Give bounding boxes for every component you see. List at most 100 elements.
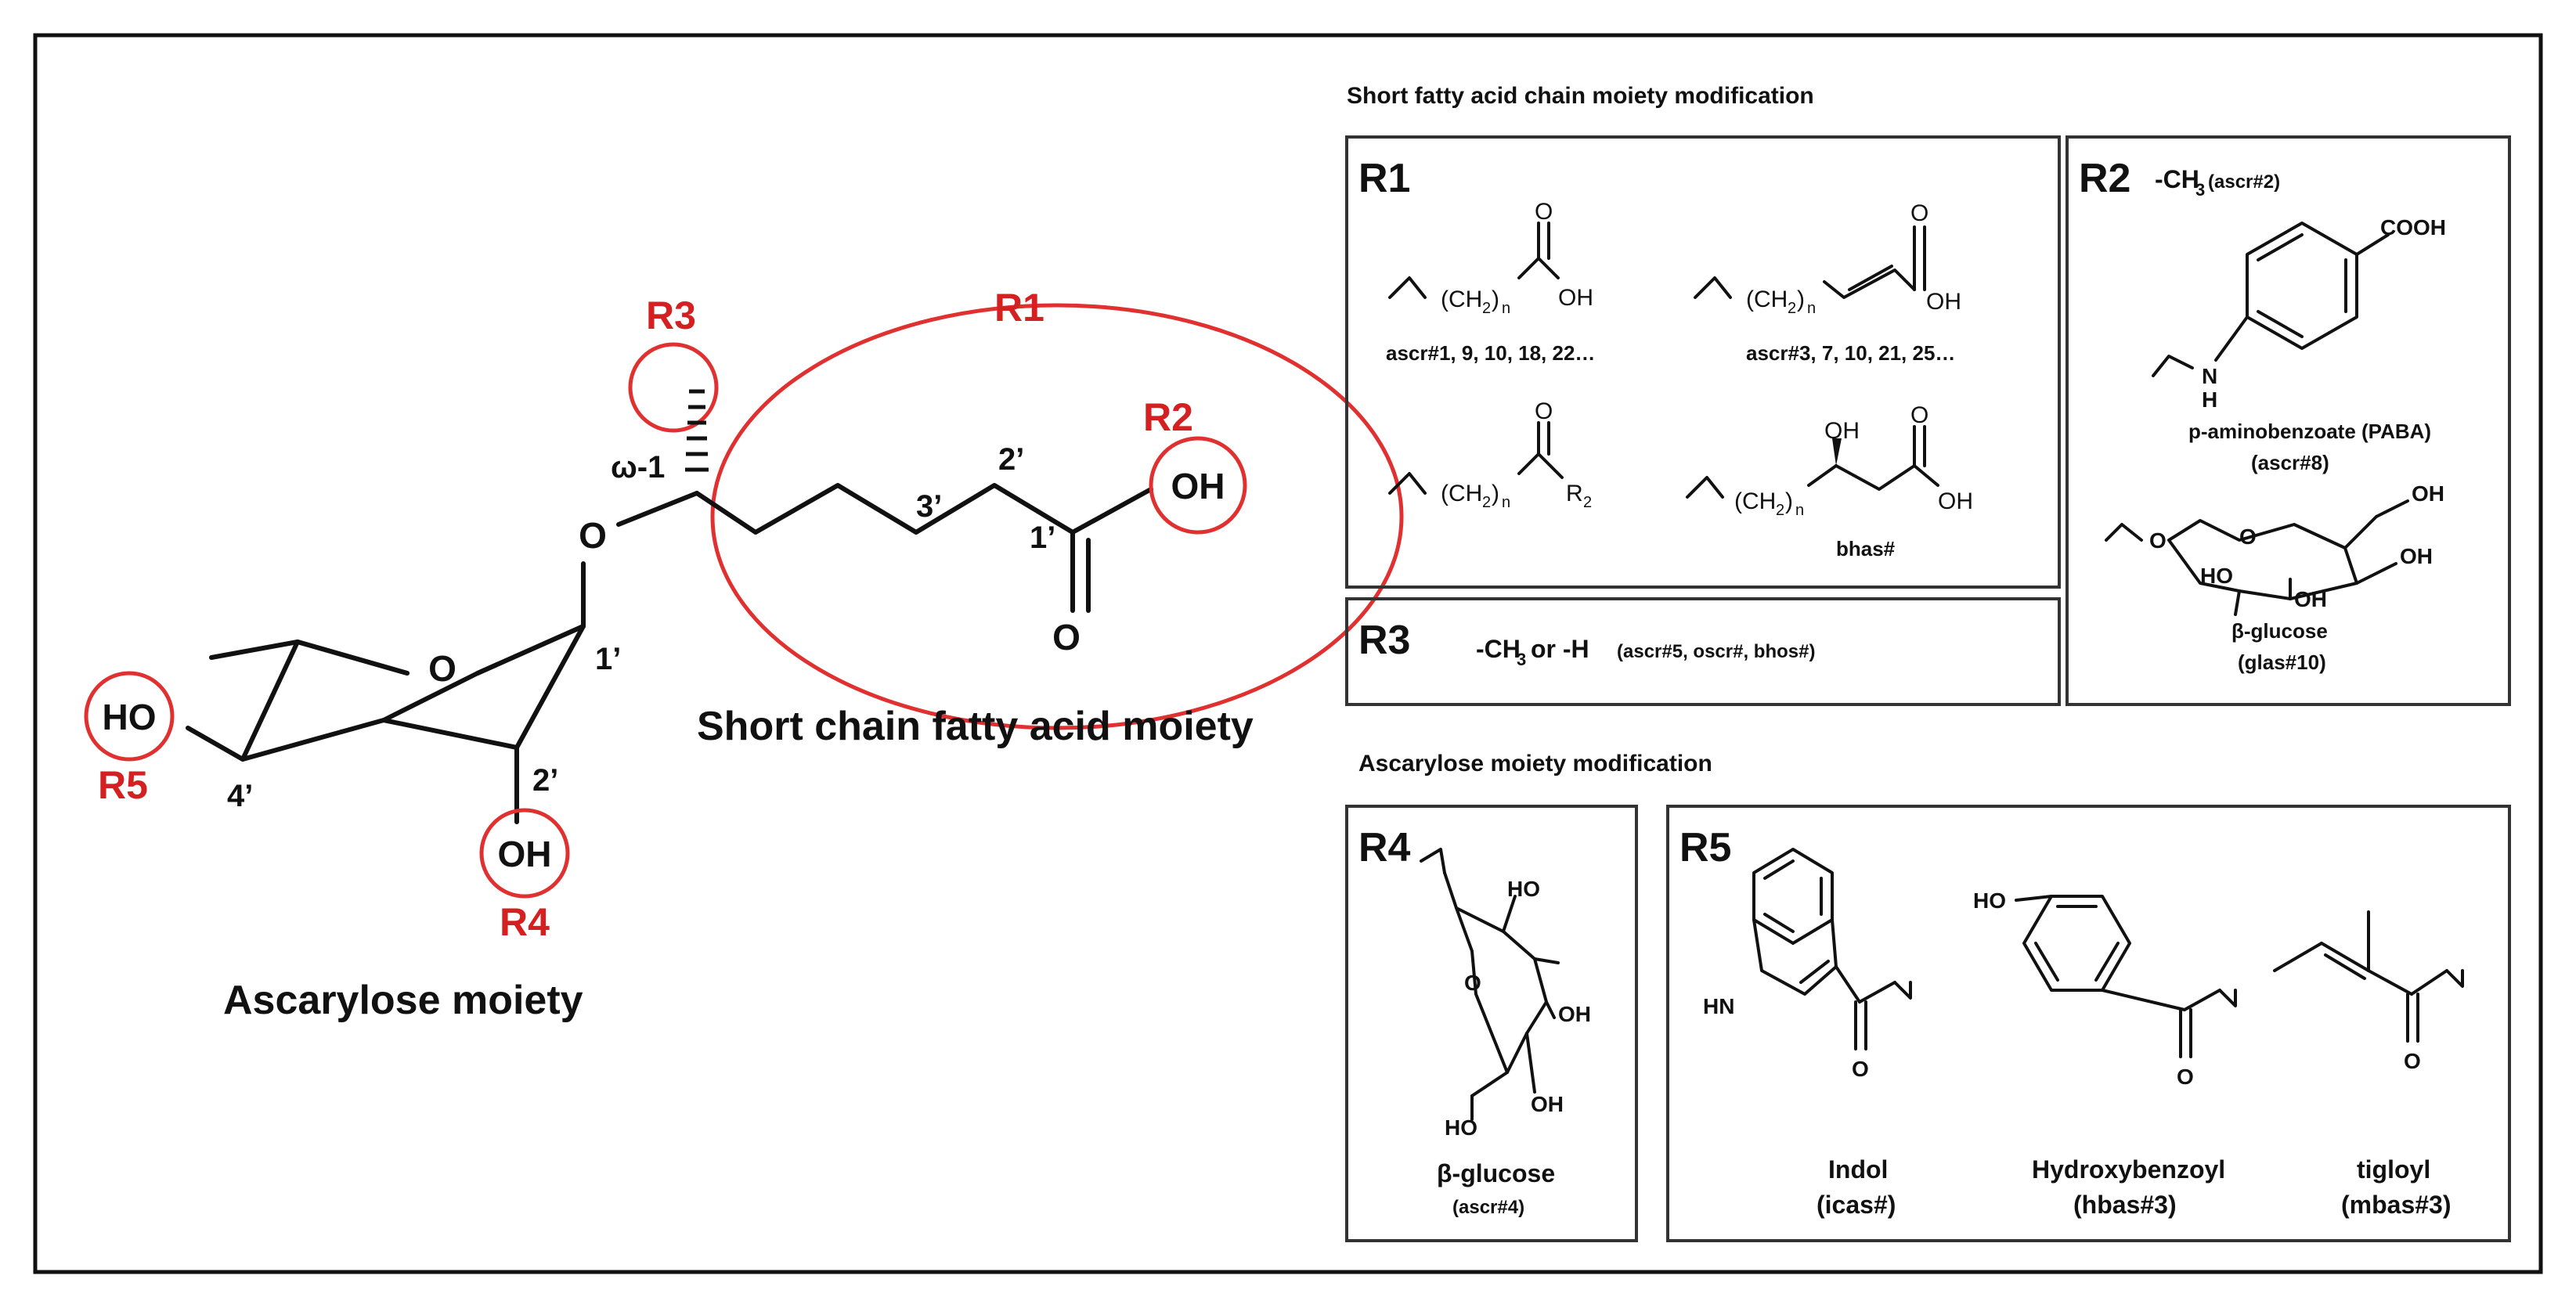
r4-glucose-label: β-glucose: [1437, 1159, 1555, 1187]
r1-item-1: ascr#1, 9, 10, 18, 22…: [1386, 341, 1595, 365]
hydroxybenzoyl-note: (hbas#3): [2073, 1191, 2177, 1219]
svg-text:OH: OH: [1558, 285, 1593, 311]
svg-text:n: n: [1502, 300, 1510, 317]
indole-structure: HN O Indol (icas#): [1703, 848, 1912, 1219]
svg-text:HO: HO: [1973, 888, 2006, 913]
svg-text:n: n: [1502, 494, 1510, 511]
svg-text:OH: OH: [1824, 418, 1860, 444]
r2-highlight-circle: [1149, 436, 1247, 535]
svg-text:n: n: [1795, 502, 1804, 519]
r1-unsaturated-acid: O OH (CH 2 ) n ascr#3, 7, 10, 21, 25…: [1694, 200, 1961, 365]
hydroxybenzoyl-structure: HO O Hydroxybenzoyl (hbas#3): [1973, 888, 2237, 1219]
r1-hydroxy-acid: OH O OH (CH 2 ) n bhas#: [1686, 402, 1973, 560]
glycosidic-bond-upper: [616, 491, 699, 527]
r4-label: R4: [500, 900, 550, 944]
paba-label: p-aminobenzoate (PABA): [2188, 420, 2431, 443]
svg-text:O: O: [2404, 1049, 2421, 1073]
r2-label: R2: [1143, 395, 1193, 439]
svg-text:O: O: [1910, 402, 1928, 428]
r2-hydroxyl: OH: [1171, 466, 1225, 506]
ascarylose-heading: Ascarylose moiety modification: [1358, 751, 1712, 777]
chain-position-3: 3’: [916, 489, 942, 524]
svg-text:OH: OH: [2400, 544, 2433, 568]
svg-text:3: 3: [2195, 180, 2205, 200]
r1-ketone: O R 2 (CH 2 ) n: [1388, 398, 1592, 511]
ring-position-2: 2’: [532, 763, 558, 798]
svg-text:OH: OH: [1938, 488, 1973, 514]
hydroxybenzoyl-label: Hydroxybenzoyl: [2032, 1155, 2225, 1184]
ascarylose-ring-bonds: [240, 624, 586, 762]
tigloyl-label: tigloyl: [2357, 1155, 2430, 1184]
svg-text:COOH: COOH: [2380, 215, 2446, 240]
svg-text:2: 2: [1583, 494, 1592, 511]
hashed-wedge: [685, 389, 709, 472]
r4-box: R4 O HO OH OH HO β-glucose (ascr#4): [1345, 805, 1638, 1242]
svg-text:O: O: [1464, 971, 1481, 995]
svg-text:or -H: or -H: [1531, 635, 1589, 663]
svg-text:OH: OH: [1926, 289, 1961, 315]
ascarylose-ring-back: [381, 624, 586, 750]
svg-text:n: n: [1807, 300, 1816, 317]
paba-structure: COOH N H p-aminobenzoate (PABA) (ascr#8): [2152, 215, 2446, 474]
svg-text:2: 2: [1482, 300, 1491, 317]
r2-box-label: R2: [2079, 156, 2130, 201]
r1-saturated-acid: O OH (CH 2 ) n ascr#1, 9, 10, 18, 22…: [1386, 199, 1595, 365]
r3-box-label: R3: [1358, 618, 1410, 663]
r4-highlight-circle: [479, 808, 570, 899]
svg-text:HO: HO: [1445, 1115, 1477, 1140]
svg-text:(ascr#5, oscr#, bhos#): (ascr#5, oscr#, bhos#): [1617, 641, 1815, 662]
svg-text:H: H: [2202, 387, 2217, 412]
r1-box: R1 O OH (CH 2 ) n ascr#1, 9, 10, 18, 22……: [1345, 135, 2061, 589]
svg-text:): ): [1797, 286, 1805, 312]
svg-text:-CH: -CH: [2155, 165, 2199, 193]
svg-text:): ): [1492, 286, 1499, 312]
ring-methyl: [209, 640, 300, 660]
svg-text:HN: HN: [1703, 994, 1734, 1018]
oxygen-to-c1: [475, 624, 586, 676]
svg-text:O: O: [1910, 200, 1928, 226]
r5-box-label: R5: [1679, 825, 1731, 870]
svg-text:(CH: (CH: [1441, 286, 1482, 312]
r4-glucose-note: (ascr#4): [1452, 1197, 1524, 1218]
tigloyl-note: (mbas#3): [2341, 1191, 2452, 1219]
ring-oxygen: O: [428, 648, 456, 689]
r1-highlight-ellipse: [710, 303, 1404, 730]
svg-text:O: O: [2149, 528, 2167, 553]
r5-hydroxyl: HO: [103, 697, 157, 737]
svg-text:O: O: [1535, 199, 1553, 225]
main-structure: R1 R3 ω-1 3’ 2’ 1’ O OH R2 O: [84, 286, 1404, 1023]
r2-glucose-label: β-glucose: [2231, 619, 2328, 643]
svg-text:O: O: [1535, 398, 1553, 424]
r1-item-2: ascr#3, 7, 10, 21, 25…: [1746, 341, 1955, 365]
fatty-acid-caption: Short chain fatty acid moiety: [697, 704, 1254, 749]
indol-label: Indol: [1828, 1155, 1888, 1184]
r3-label: R3: [646, 294, 696, 337]
r5-box: R5 HN O Indol (icas#) HO: [1666, 805, 2511, 1242]
r3-box: R3 -CH 3 or -H (ascr#5, oscr#, bhos#): [1345, 597, 2061, 706]
svg-text:HO: HO: [1507, 877, 1540, 901]
r1-label: R1: [994, 286, 1044, 330]
r5-label: R5: [98, 763, 148, 807]
ring-position-4: 4’: [227, 779, 253, 813]
r5-highlight-circle: [84, 671, 175, 762]
r1-item-4: bhas#: [1836, 537, 1896, 560]
indol-note: (icas#): [1817, 1191, 1896, 1219]
outer-frame: [33, 33, 2543, 1274]
svg-text:2: 2: [1482, 494, 1491, 511]
omega-1-label: ω-1: [611, 450, 665, 485]
r4-hydroxyl: OH: [498, 834, 552, 874]
svg-text:O: O: [2177, 1065, 2194, 1089]
r3-highlight-circle: [628, 342, 719, 433]
svg-text:O: O: [2239, 524, 2257, 549]
svg-text:2: 2: [1788, 300, 1796, 317]
svg-text:(CH: (CH: [1734, 488, 1776, 514]
glycosidic-oxygen: O: [579, 515, 607, 556]
svg-text:): ): [1492, 481, 1499, 506]
svg-text:(CH: (CH: [1746, 286, 1788, 312]
svg-text:OH: OH: [2412, 481, 2444, 506]
r2-glucose-structure: O O OH OH OH HO β-glucose (glas#10): [2105, 481, 2444, 674]
c-oh-bond: [1070, 487, 1153, 535]
r2-glucose-note: (glas#10): [2238, 650, 2326, 674]
r4-box-label: R4: [1358, 825, 1411, 870]
